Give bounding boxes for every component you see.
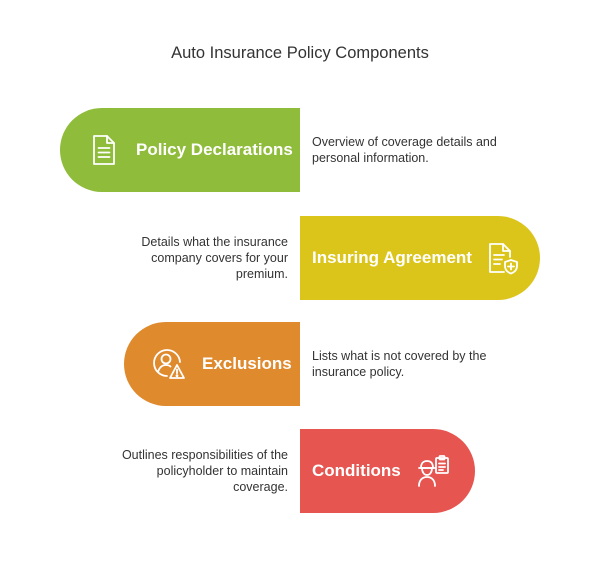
component-description: Outlines responsibilities of the policyh… bbox=[121, 448, 288, 494]
user-warning-icon bbox=[150, 346, 186, 382]
component-policy-declarations: Policy Declarations bbox=[60, 108, 300, 192]
component-exclusions: Exclusions bbox=[124, 322, 300, 406]
component-label: Insuring Agreement bbox=[312, 248, 472, 267]
component-label: Policy Declarations bbox=[136, 140, 293, 159]
diagram-title: Auto Insurance Policy Components bbox=[171, 44, 429, 62]
document-icon bbox=[86, 132, 122, 168]
component-description: Details what the insurance company cover… bbox=[141, 235, 288, 281]
component-description: Overview of coverage details and persona… bbox=[312, 135, 497, 165]
component-conditions: Conditions bbox=[300, 429, 475, 513]
component-label: Conditions bbox=[312, 461, 401, 480]
component-description: Lists what is not covered by the insuran… bbox=[312, 349, 487, 379]
component-label: Exclusions bbox=[202, 354, 292, 373]
component-insuring-agreement: Insuring Agreement bbox=[300, 216, 540, 300]
document-shield-icon bbox=[484, 240, 520, 276]
worker-clipboard-icon bbox=[415, 453, 451, 489]
